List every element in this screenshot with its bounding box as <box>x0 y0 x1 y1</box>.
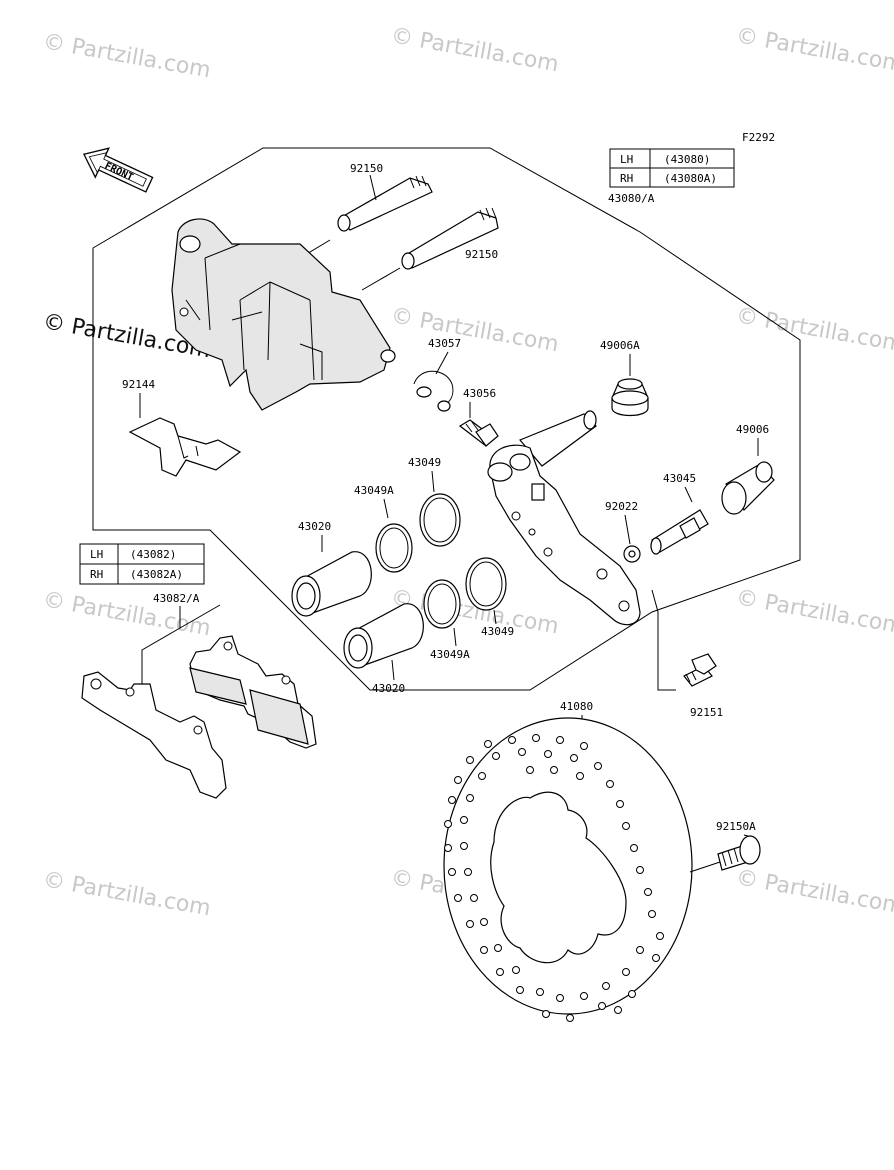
caliper-piston <box>291 551 372 617</box>
label-43049-bottom: 43049 <box>481 625 514 638</box>
label-92151: 92151 <box>690 706 723 719</box>
caliper-pin <box>337 175 433 232</box>
leader-line <box>435 351 449 375</box>
label-43020-top: 43020 <box>298 520 331 533</box>
label-49006: 49006 <box>736 423 769 436</box>
table-side: RH <box>90 568 103 581</box>
label-43057: 43057 <box>428 337 461 350</box>
label-43049-top: 43049 <box>408 456 441 469</box>
caliper-bracket <box>487 410 641 626</box>
watermark: © Partzilla.com <box>734 23 894 77</box>
leader-line <box>383 498 389 519</box>
slide-pin <box>650 509 709 555</box>
pads-leader <box>179 604 221 629</box>
watermark: © Partzilla.com <box>41 867 213 921</box>
label-43056: 43056 <box>463 387 496 400</box>
label-43049A-top: 43049A <box>354 484 394 497</box>
table-part: (43080) <box>664 153 710 166</box>
watermark: © Partzilla.com <box>389 303 561 357</box>
watermark: © Partzilla.com <box>41 29 213 83</box>
table-side: RH <box>620 172 633 185</box>
dust-seal <box>423 579 461 629</box>
leader-line <box>453 627 457 647</box>
table-side: LH <box>620 153 633 166</box>
caliper-variant-table: LH (43080) RH (43080A) 43080/A <box>608 148 735 205</box>
bushing-a <box>611 378 649 417</box>
leader-line <box>369 174 377 201</box>
watermark: © Partzilla.com <box>389 23 561 77</box>
label-92150-top: 92150 <box>350 162 383 175</box>
dust-seal <box>375 523 413 573</box>
label-92144: 92144 <box>122 378 155 391</box>
brake-pad-backing <box>81 671 227 799</box>
leader-line <box>684 486 693 503</box>
bolt-leader <box>651 589 676 691</box>
table-part: (43082A) <box>130 568 183 581</box>
brake-pad <box>189 635 317 749</box>
figure-code: F2292 <box>742 131 775 144</box>
caliper-pin <box>401 207 499 270</box>
label-49006A: 49006A <box>600 339 640 352</box>
watermark: © Partzilla.com <box>734 865 894 919</box>
front-arrow-icon: FRONT <box>82 147 154 193</box>
leader-line <box>431 470 435 493</box>
leader-line <box>689 861 721 873</box>
pad-variant-table: LH (43082) RH (43082A) 43082/A <box>79 543 205 605</box>
bleeder-valve <box>458 419 499 447</box>
mounting-bolt <box>683 653 717 687</box>
caliper-piston <box>343 603 424 669</box>
leader-line <box>624 514 631 545</box>
table-part: (43080A) <box>664 172 717 185</box>
caliper-assembly-outline <box>92 147 801 691</box>
label-92150A: 92150A <box>716 820 756 833</box>
table-side: LH <box>90 548 103 561</box>
caliper-body <box>171 218 396 411</box>
pad-clip <box>413 370 454 412</box>
label-43049A-bottom: 43049A <box>430 648 470 661</box>
bushing <box>721 461 775 515</box>
table-part: (43082) <box>130 548 176 561</box>
washer <box>623 545 641 563</box>
label-92150-lower: 92150 <box>465 248 498 261</box>
caliper-ref-label: 43080/A <box>608 192 655 205</box>
leader-line <box>361 267 401 291</box>
watermark: © Partzilla.com <box>734 585 894 639</box>
label-41080: 41080 <box>560 700 593 713</box>
pads-ref-label: 43082/A <box>153 592 200 605</box>
label-92022: 92022 <box>605 500 638 513</box>
leader-line <box>391 659 395 681</box>
piston-seal <box>419 493 461 547</box>
leader-line <box>493 609 497 625</box>
piston-seal <box>465 557 507 611</box>
pads-leader <box>141 606 181 690</box>
anti-rattle-spring <box>128 417 242 477</box>
disc-holes <box>444 734 664 1022</box>
disc-bolt <box>717 835 761 871</box>
brake-disc <box>443 717 693 1022</box>
label-43045: 43045 <box>663 472 696 485</box>
label-43020-bottom: 43020 <box>372 682 405 695</box>
